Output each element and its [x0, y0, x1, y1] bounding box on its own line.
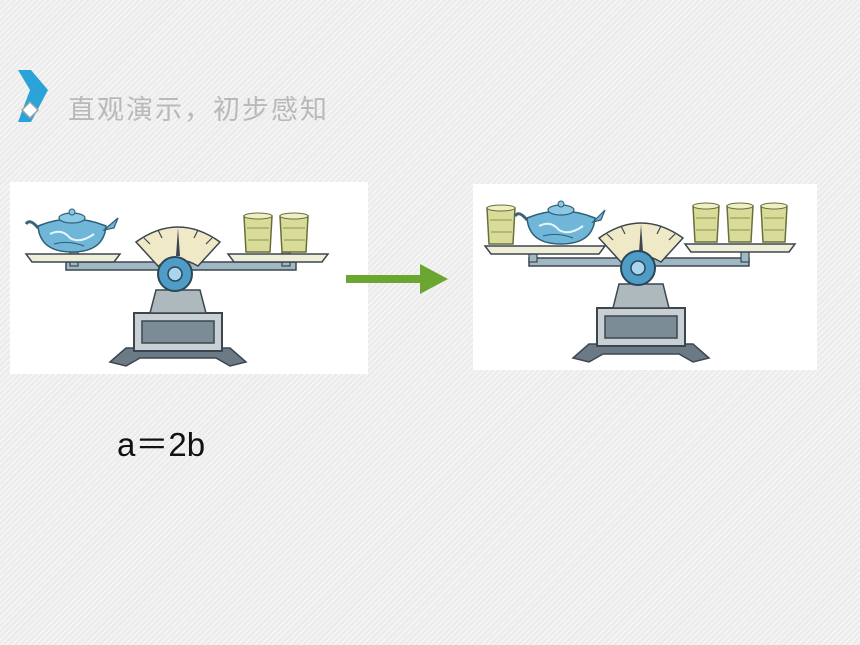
chevron-title-icon [18, 70, 48, 122]
balance-scale-before [10, 182, 368, 374]
cup-icon [692, 202, 720, 243]
cup-icon [486, 204, 516, 245]
cup-icon [760, 202, 788, 243]
teapot-icon [513, 200, 606, 245]
balance-scale-after [473, 184, 817, 370]
teapot-icon [24, 208, 119, 253]
cup-icon [726, 202, 754, 243]
cup-icon [243, 212, 273, 253]
slide-title: 直观演示，初步感知 [68, 95, 329, 126]
equation-text: a＝2b [117, 426, 206, 463]
arrow-right-icon [346, 264, 448, 294]
cup-icon [279, 212, 309, 253]
